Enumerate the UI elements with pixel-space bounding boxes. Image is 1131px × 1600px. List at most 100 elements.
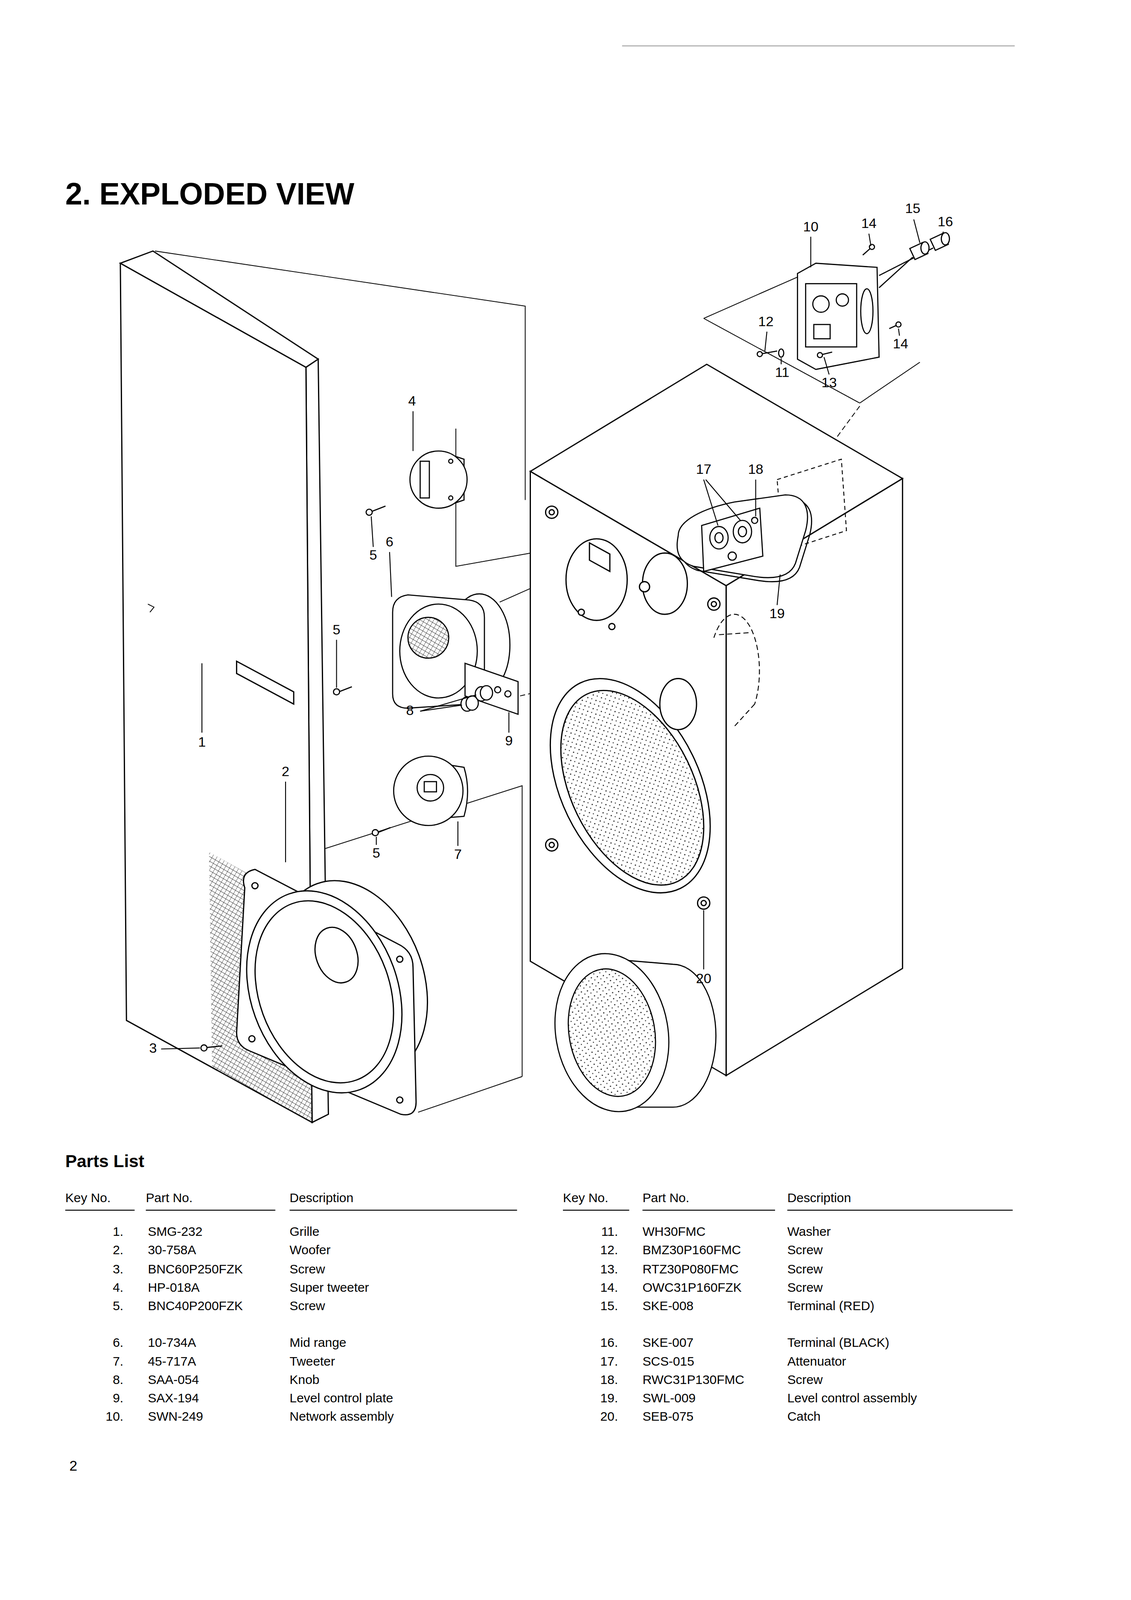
- page-title: 2. EXPLODED VIEW: [65, 177, 355, 211]
- cabinet: [609, 623, 616, 630]
- network-assembly: [812, 295, 829, 312]
- knob: [475, 685, 493, 701]
- part-number: SWN-249: [147, 1410, 203, 1425]
- callout-number: 13: [821, 376, 837, 391]
- cabinet: [701, 900, 707, 906]
- network-assembly: [860, 288, 874, 334]
- leader-lines: [824, 357, 830, 375]
- part-description: Screw: [787, 1281, 823, 1296]
- callout-number: 8: [406, 703, 414, 719]
- key-number: 4.: [112, 1281, 124, 1296]
- callout-number: 1: [198, 734, 206, 750]
- leader-lines: [705, 479, 741, 521]
- super-tweeter: [448, 495, 453, 501]
- leader-lines: [898, 328, 900, 336]
- table-header: Description: [289, 1191, 354, 1206]
- cabinet: [565, 538, 627, 621]
- mid-range: [392, 593, 511, 709]
- key-number: 1.: [112, 1225, 124, 1240]
- key-number: 5.: [112, 1300, 124, 1315]
- key-number: 11.: [601, 1225, 618, 1240]
- woofer: [396, 956, 403, 962]
- level-control-assembly: [701, 507, 763, 572]
- part-number: 10-734A: [147, 1336, 196, 1351]
- key-number: 10.: [105, 1410, 124, 1425]
- super-tweeter: [410, 451, 468, 509]
- screw: [869, 244, 875, 250]
- tweeter: [393, 755, 463, 826]
- key-number: 2.: [112, 1243, 124, 1258]
- page-number: 2: [69, 1457, 78, 1474]
- part-description: Mid range: [289, 1336, 347, 1351]
- leader-lines: [376, 836, 377, 845]
- key-number: 16.: [600, 1336, 618, 1351]
- level-control-plate: [494, 686, 501, 693]
- leader-lines: [201, 663, 203, 733]
- part-number: BMZ30P160FMC: [642, 1243, 741, 1258]
- terminal-red: [921, 241, 930, 255]
- callout-number: 19: [769, 606, 785, 622]
- part-number: SWL-009: [642, 1391, 696, 1406]
- callout-number: 2: [281, 764, 290, 780]
- part-description: Grille: [289, 1225, 320, 1240]
- network-assembly: [813, 324, 831, 339]
- cabinet: [639, 581, 650, 592]
- part-number: SAX-194: [147, 1391, 199, 1406]
- part-number: BNC60P250FZK: [147, 1262, 243, 1277]
- table-rules: [65, 1209, 135, 1211]
- part-description: Woofer: [289, 1243, 331, 1258]
- callout-number: 6: [385, 535, 394, 551]
- part-description: Screw: [787, 1262, 823, 1277]
- port-tube: [542, 944, 682, 1121]
- callout-number: 9: [504, 734, 513, 750]
- screw: [757, 351, 763, 357]
- leader-lines: [335, 639, 337, 688]
- callout-number: 3: [148, 1040, 157, 1056]
- screw: [817, 352, 833, 358]
- cabinet: [707, 597, 720, 611]
- key-number: 7.: [112, 1355, 124, 1370]
- part-description: Screw: [289, 1262, 326, 1277]
- callout-number: 7: [454, 847, 462, 863]
- grille: [236, 661, 294, 704]
- part-description: Terminal (RED): [787, 1300, 875, 1315]
- screw: [201, 506, 391, 1051]
- callout-number: 14: [892, 337, 909, 353]
- level-control-assembly: [714, 532, 723, 543]
- level-control-assembly: [738, 526, 747, 537]
- key-number: 3.: [112, 1262, 124, 1277]
- table-rules: [562, 1209, 630, 1211]
- key-number: 20.: [600, 1410, 618, 1425]
- leader-lines: [161, 1047, 201, 1049]
- level-control-assembly: [677, 494, 808, 578]
- leader-lines: [777, 574, 781, 606]
- part-number: SEB-075: [642, 1410, 694, 1425]
- screw: [366, 509, 373, 516]
- table-header: Key No.: [562, 1191, 609, 1206]
- cabinet: [517, 652, 743, 919]
- part-number: RWC31P130FMC: [642, 1373, 745, 1388]
- projection-lines: [859, 362, 920, 404]
- cabinet: [549, 509, 555, 515]
- super-tweeter: [448, 459, 453, 464]
- screw: [372, 829, 379, 836]
- level-control-plate: [460, 663, 519, 715]
- part-number: WH30FMC: [642, 1225, 706, 1240]
- cabinet: [659, 678, 697, 730]
- part-description: Catch: [787, 1410, 821, 1425]
- mid-range: [408, 617, 449, 659]
- part-number: 45-717A: [147, 1355, 196, 1370]
- screw: [895, 321, 901, 327]
- key-number: 9.: [112, 1391, 124, 1406]
- part-number: SCS-015: [642, 1355, 694, 1370]
- network-assembly: [836, 293, 849, 307]
- cabinet: [711, 601, 717, 607]
- leader-lines: [764, 331, 767, 351]
- leader-lines: [457, 821, 459, 846]
- callout-number: 16: [937, 214, 954, 230]
- woofer: [219, 859, 454, 1115]
- terminal-black: [930, 232, 950, 251]
- woofer: [307, 921, 366, 989]
- key-number: 6.: [112, 1336, 124, 1351]
